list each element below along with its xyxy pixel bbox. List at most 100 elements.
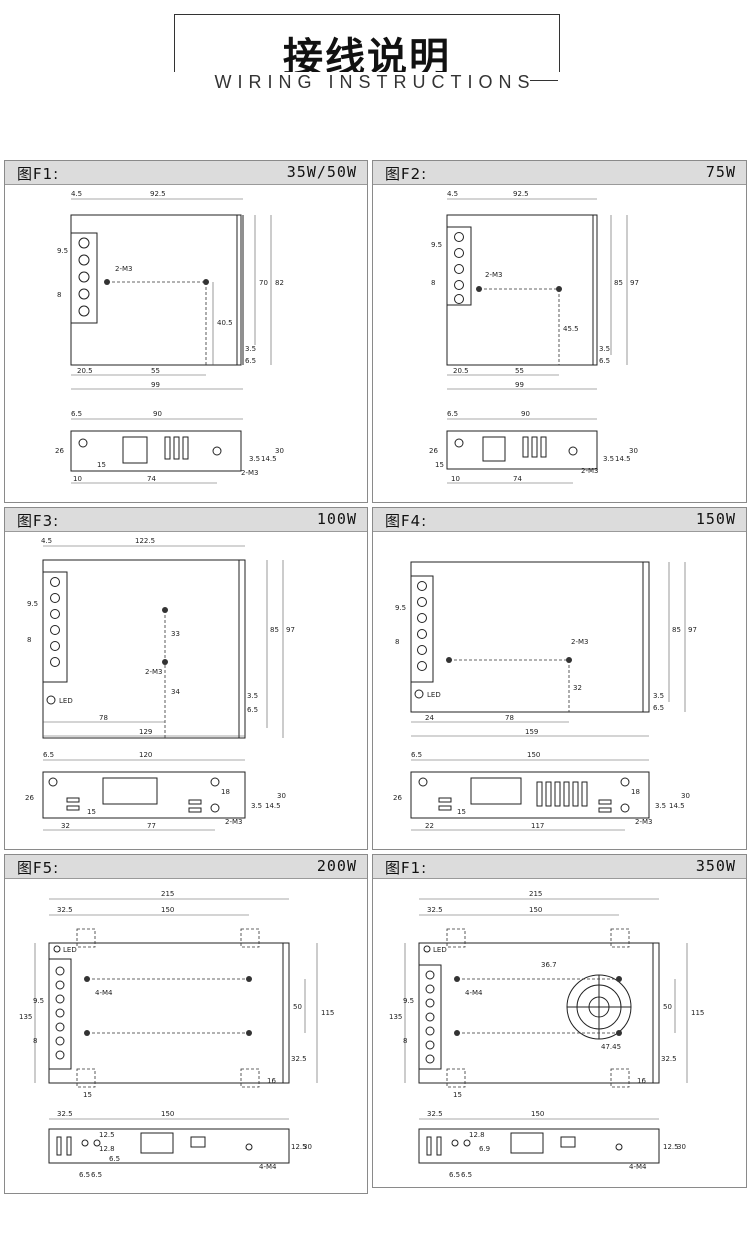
terminal-block [48, 958, 72, 1070]
dim-label: 129 [139, 728, 152, 736]
dim-label: 78 [99, 714, 108, 722]
dim-label: 20.5 [77, 367, 93, 375]
dim-label: 32 [573, 684, 582, 692]
dim-label: 30 [681, 792, 690, 800]
dim-label: 8 [431, 279, 435, 287]
dim-label: 3.5 [599, 345, 610, 353]
dim-label: 32.5 [57, 906, 73, 914]
dim-label: 3.5 [247, 692, 258, 700]
terminal-screws [50, 577, 60, 667]
unit-outline-side [42, 771, 246, 819]
dim-label: 2-M3 [581, 467, 598, 475]
dim-label: 6.5 [245, 357, 256, 365]
dim-label: 15 [435, 461, 444, 469]
vent-slots [536, 781, 588, 807]
dim-label: 6.5 [109, 1155, 120, 1163]
terminal-block [410, 575, 434, 683]
dim-label: 9.5 [403, 997, 414, 1005]
dim-label: 99 [151, 381, 160, 389]
dim-label: 32.5 [427, 1110, 443, 1118]
dim-label: 14.5 [669, 802, 685, 810]
led-indicator [423, 945, 431, 953]
dim-label: 16 [637, 1077, 646, 1085]
terminal-screws [454, 232, 464, 304]
panel-label: 图F3: [17, 512, 60, 530]
dim-label: 215 [529, 890, 542, 898]
panel-power: 150W [695, 510, 736, 528]
dim-label: 14.5 [615, 455, 631, 463]
dim-label: 3.5 [603, 455, 614, 463]
dim-label: 14.5 [265, 802, 281, 810]
dim-label: 215 [161, 890, 174, 898]
dim-label: 3.5 [249, 455, 260, 463]
dim-label: 3.5 [245, 345, 256, 353]
led-indicator [46, 695, 56, 705]
panel-power: 100W [316, 510, 357, 528]
led-label: LED [63, 946, 77, 954]
terminal-block [418, 964, 442, 1070]
dim-label: 47.45 [601, 1043, 621, 1051]
dim-label: 26 [55, 447, 64, 455]
dim-label: 82 [275, 279, 284, 287]
dim-label: 15 [97, 461, 106, 469]
dim-label: 8 [27, 636, 31, 644]
dim-label: 92.5 [150, 190, 166, 198]
led-label: LED [433, 946, 447, 954]
wiring-drawing: LED 9.5 8 2-M3 32 85 97 3.5 6.5 24 78 15… [393, 561, 697, 831]
dim-label: 6.5 [653, 704, 664, 712]
unit-outline-top [418, 942, 660, 1084]
panel-label: 图F4: [385, 512, 428, 530]
title-frame: 接线说明 [174, 14, 560, 81]
terminal-block [70, 232, 98, 324]
unit-outline-side [418, 1128, 660, 1164]
dim-label: 18 [631, 788, 640, 796]
dim-label: 2-M3 [225, 818, 242, 826]
dim-label: 6.5 [599, 357, 610, 365]
panel-power: 75W [705, 163, 736, 181]
dim-label: 32.5 [57, 1110, 73, 1118]
terminal-screws [425, 970, 435, 1064]
dim-label: 85 [614, 279, 623, 287]
unit-outline-top [42, 559, 246, 739]
dim-label: 55 [151, 367, 160, 375]
dim-label: 2-M3 [635, 818, 652, 826]
dim-label: 6.9 [479, 1145, 490, 1153]
dim-label: 12.5 [663, 1143, 679, 1151]
dim-label: 74 [147, 475, 156, 483]
dim-label: 32.5 [661, 1055, 677, 1063]
dim-label: 9.5 [27, 600, 38, 608]
terminal-screws [417, 581, 427, 671]
wiring-drawing: 4.5 92.5 9.5 8 2-M3 40.5 70 82 3.5 6.5 2… [55, 190, 284, 484]
dim-label: 6.5 [461, 1171, 472, 1179]
dim-label: 30 [277, 792, 286, 800]
dim-label: 12.5 [99, 1131, 115, 1139]
dim-label: 33 [171, 630, 180, 638]
panel-header: 图F2: 75W [373, 161, 746, 185]
dim-label: 150 [531, 1110, 544, 1118]
wiring-drawing: 4.5 92.5 9.5 8 2-M3 45.5 85 97 3.5 6.5 2… [429, 190, 639, 484]
unit-outline-top [48, 942, 290, 1084]
dim-label: 85 [270, 626, 279, 634]
dim-label: 4-M4 [259, 1163, 277, 1171]
diagram-panel-f1: 图F1: 35W/50W 4.5 92.5 9.5 8 2-M3 40.5 70… [4, 160, 368, 503]
dim-label: 85 [672, 626, 681, 634]
dim-label: 8 [395, 638, 399, 646]
dim-label: 90 [153, 410, 162, 418]
dim-label: 50 [293, 1003, 302, 1011]
unit-outline-top [446, 214, 598, 366]
dim-label: 115 [691, 1009, 704, 1017]
unit-outline-side [70, 430, 242, 472]
diagram-panel-350w: 图F1: 350W LED 215 32.5 150 [372, 854, 747, 1188]
dim-label: 4-M4 [95, 989, 113, 997]
dim-label: 12.5 [291, 1143, 307, 1151]
panel-label: 图F5: [17, 859, 60, 877]
led-label: LED [59, 697, 73, 705]
panel-header: 图F1: 35W/50W [5, 161, 367, 185]
dim-label: 70 [259, 279, 268, 287]
dim-label: 115 [321, 1009, 334, 1017]
dim-label: 30 [677, 1143, 686, 1151]
dim-label: 4-M4 [465, 989, 483, 997]
dim-label: 26 [393, 794, 402, 802]
dim-label: 2-M3 [115, 265, 132, 273]
panel-label: 图F2: [385, 165, 428, 183]
